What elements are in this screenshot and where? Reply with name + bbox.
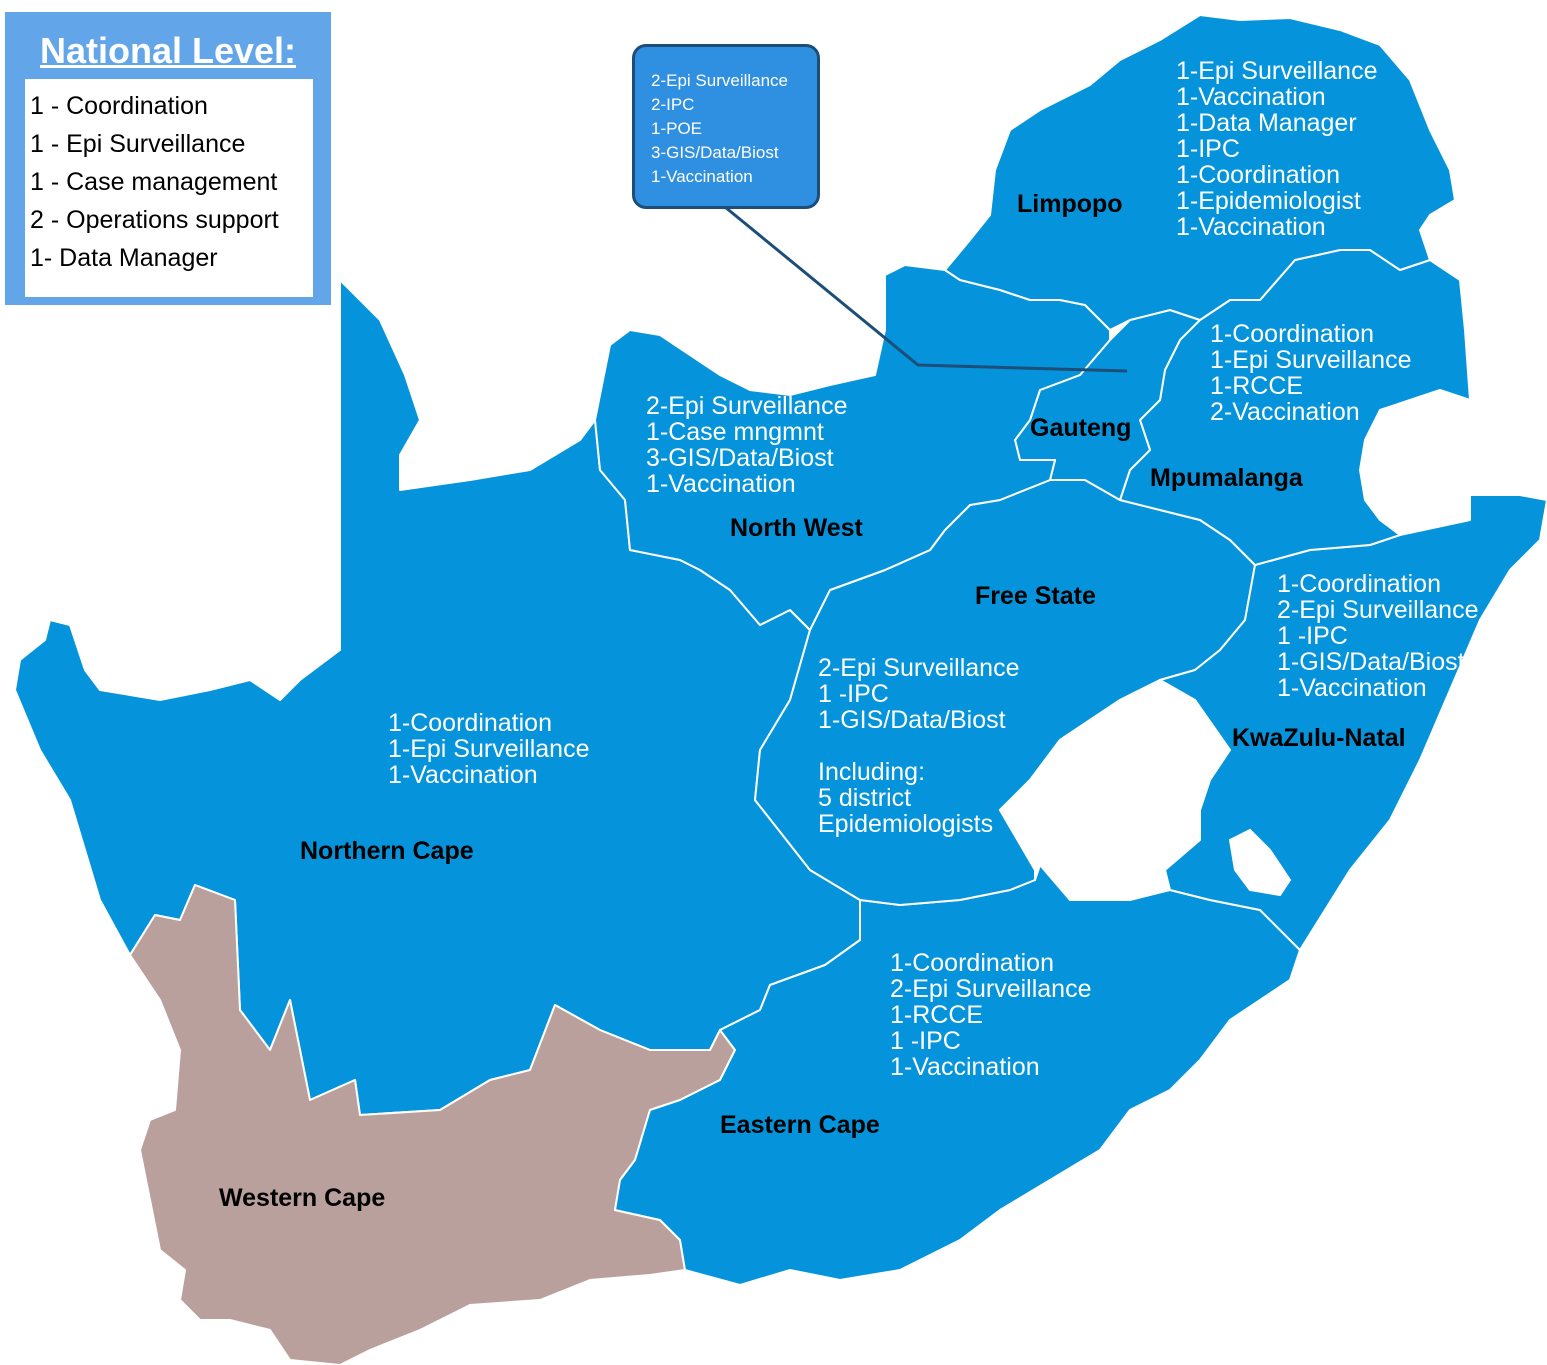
national-item: 1 - Case management [30, 168, 278, 196]
kwazulu-natal-roles: 1-Coordination 2-Epi Surveillance 1 -IPC… [1277, 571, 1479, 701]
gauteng-role: 2-Epi Surveillance [651, 71, 789, 90]
national-level-title: National Level: [39, 30, 297, 71]
kwazulu-natal-role: 2-Epi Surveillance [1277, 596, 1479, 624]
northern-cape-roles: 1-Coordination 1-Epi Surveillance 1-Vacc… [388, 710, 590, 788]
province-label-north-west: North West [730, 514, 863, 542]
north-west-roles: 2-Epi Surveillance 1-Case mngmnt 3-GIS/D… [646, 393, 848, 497]
gauteng-role: 3-GIS/Data/Biost [651, 143, 779, 162]
province-label-free-state: Free State [975, 582, 1096, 610]
national-item: 2 - Operations support [30, 206, 279, 234]
limpopo-role: 1-Coordination [1176, 161, 1340, 189]
national-level-list: 1 - Coordination 1 - Epi Surveillance 1 … [25, 79, 313, 297]
gauteng-role: 1-Vaccination [651, 167, 753, 186]
province-label-northern-cape: Northern Cape [300, 837, 474, 865]
northern-cape-role: 1-Vaccination [388, 761, 538, 789]
kwazulu-natal-role: 1-Coordination [1277, 570, 1441, 598]
province-limpopo-shape[interactable] [944, 14, 1456, 331]
kwazulu-natal-role: 1-Vaccination [1277, 674, 1427, 702]
inner-enclave [1228, 828, 1292, 897]
mpumalanga-roles: 1-Coordination 1-Epi Surveillance 1-RCCE… [1210, 321, 1412, 425]
limpopo-role: 1-Vaccination [1176, 213, 1326, 241]
north-west-role: 1-Case mngmnt [646, 418, 824, 446]
mpumalanga-role: 2-Vaccination [1210, 398, 1360, 426]
limpopo-role: 1-IPC [1176, 135, 1240, 163]
limpopo-role: 1-Epi Surveillance [1176, 57, 1378, 85]
province-label-kwazulu-natal: KwaZulu-Natal [1232, 724, 1406, 752]
gauteng-roles-callout: 2-Epi Surveillance 2-IPC 1-POE 3-GIS/Dat… [632, 44, 820, 209]
province-north-west-shape[interactable] [594, 264, 1111, 631]
north-west-role: 1-Vaccination [646, 470, 796, 498]
mpumalanga-role: 1-Epi Surveillance [1210, 346, 1412, 374]
free-state-roles: 2-Epi Surveillance 1 -IPC 1-GIS/Data/Bio… [818, 655, 1020, 837]
free-state-role: 5 district [818, 784, 912, 812]
free-state-role [818, 733, 1020, 759]
limpopo-role: 1-Vaccination [1176, 83, 1326, 111]
free-state-role: 1-GIS/Data/Biost [818, 706, 1006, 734]
free-state-role: Including: [818, 758, 926, 786]
eastern-cape-role: 1 -IPC [890, 1027, 961, 1055]
northern-cape-role: 1-Coordination [388, 709, 552, 737]
free-state-role: Epidemiologists [818, 810, 994, 838]
mpumalanga-role: 1-Coordination [1210, 320, 1374, 348]
mpumalanga-role: 1-RCCE [1210, 372, 1304, 400]
national-item: 1 - Epi Surveillance [30, 130, 246, 158]
north-west-role: 2-Epi Surveillance [646, 392, 848, 420]
limpopo-role: 1-Epidemiologist [1176, 187, 1361, 215]
gauteng-leader-line [724, 205, 1128, 373]
national-item: 1 - Coordination [30, 92, 208, 120]
gauteng-role: 2-IPC [651, 95, 695, 114]
eastern-cape-role: 1-RCCE [890, 1001, 984, 1029]
limpopo-role: 1-Data Manager [1176, 109, 1357, 137]
free-state-role: 1 -IPC [818, 680, 889, 708]
eastern-cape-role: 1-Vaccination [890, 1053, 1040, 1081]
kwazulu-natal-role: 1-GIS/Data/Biost [1277, 648, 1465, 676]
national-level-panel: National Level: 1 - Coordination 1 - Epi… [5, 12, 331, 305]
province-label-western-cape: Western Cape [219, 1184, 386, 1212]
northern-cape-role: 1-Epi Surveillance [388, 735, 590, 763]
national-item: 1- Data Manager [30, 244, 218, 272]
gauteng-role: 1-POE [651, 119, 703, 138]
province-label-eastern-cape: Eastern Cape [720, 1111, 880, 1139]
eastern-cape-roles: 1-Coordination 2-Epi Surveillance 1-RCCE… [890, 950, 1092, 1080]
eastern-cape-role: 1-Coordination [890, 949, 1054, 977]
north-west-role: 3-GIS/Data/Biost [646, 444, 834, 472]
province-label-mpumalanga: Mpumalanga [1150, 464, 1303, 492]
eastern-cape-role: 2-Epi Surveillance [890, 975, 1092, 1003]
free-state-role: 2-Epi Surveillance [818, 654, 1020, 682]
province-label-gauteng: Gauteng [1030, 414, 1132, 442]
province-label-limpopo: Limpopo [1017, 190, 1123, 218]
kwazulu-natal-role: 1 -IPC [1277, 622, 1348, 650]
limpopo-roles: 1-Epi Surveillance 1-Vaccination 1-Data … [1176, 58, 1378, 240]
